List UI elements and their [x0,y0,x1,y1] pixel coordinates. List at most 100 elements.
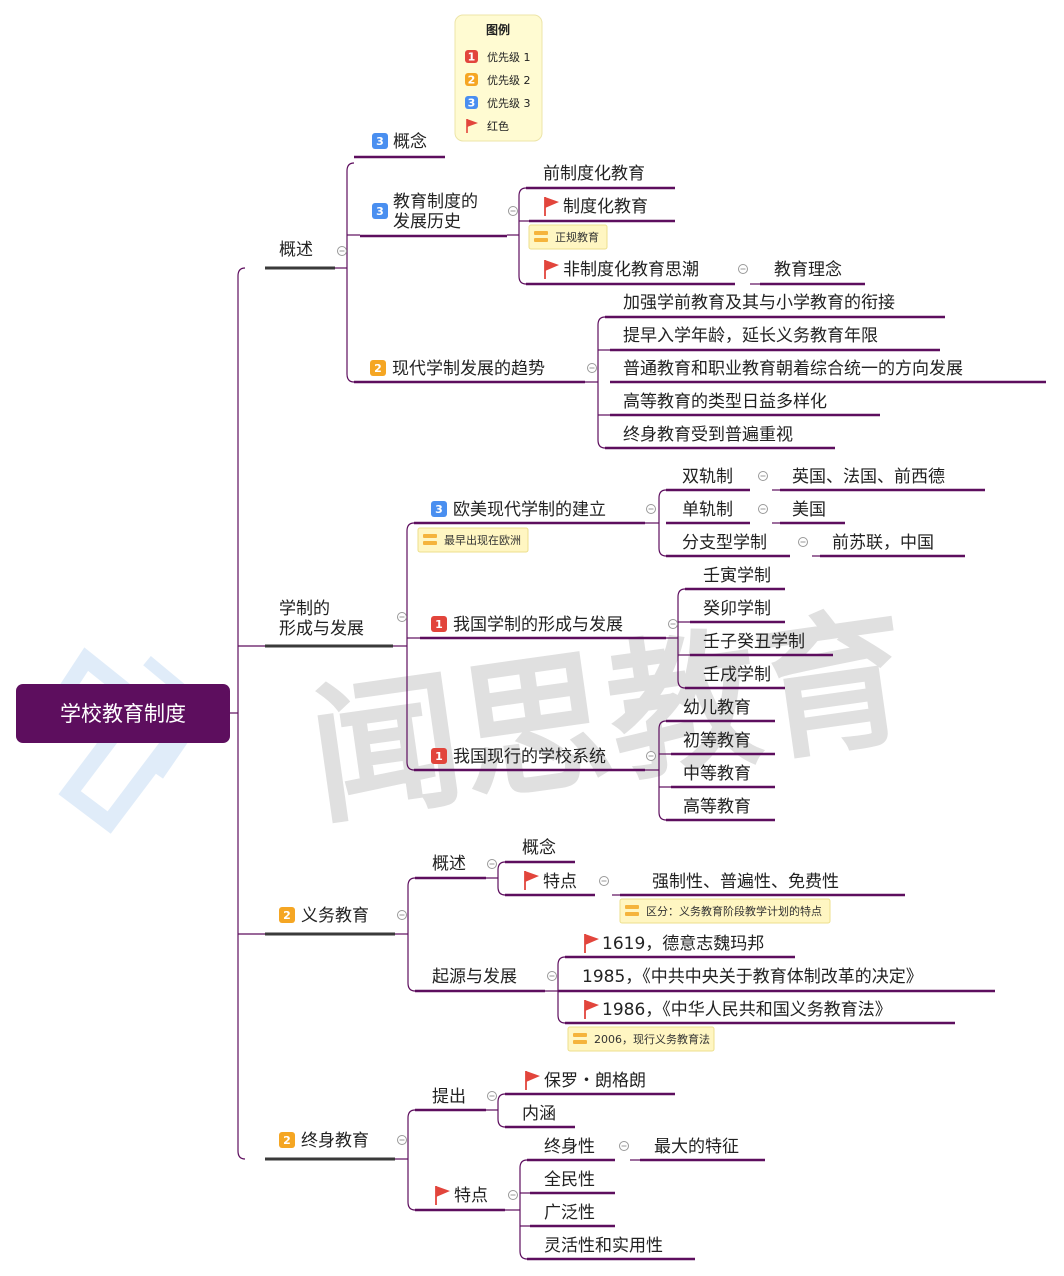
node-branch-type[interactable]: 分支型学制 [682,533,767,553]
legend-item-label: 优先级 2 [487,74,531,87]
root-label: 学校教育制度 [60,702,186,726]
node-branch-type-countries[interactable]: 前苏联，中国 [832,533,934,553]
trend-item[interactable]: 提早入学年龄，延长义务教育年限 [623,326,878,346]
node-origin[interactable]: 起源与发展 [432,967,517,987]
node-lifelong-nature[interactable]: 终身性 [544,1137,595,1157]
collapse-toggle-icon[interactable] [758,471,768,481]
node-concept[interactable]: 3 概念 [372,131,427,152]
collapse-toggle-icon[interactable] [508,1190,518,1200]
collapse-toggle-icon[interactable] [646,504,656,514]
node-compulsory-concept[interactable]: 概念 [522,837,556,858]
branch-school-system[interactable]: 学制的 形成与发展 [279,599,364,639]
legend-title: 图例 [486,22,510,37]
flag-icon [525,1071,540,1090]
branch-label-line2: 形成与发展 [279,619,364,639]
node-compulsory-feature[interactable]: 特点 [524,871,577,892]
node-propose[interactable]: 提出 [432,1087,466,1107]
node-label: 制度化教育 [563,197,648,217]
priority-3-icon [372,203,388,219]
node-label: 1986，《中华人民共和国义务教育法》 [602,1000,892,1020]
collapse-toggle-icon[interactable] [798,537,808,547]
note-distinguish: 区分：义务教育阶段教学计划的特点 [619,898,831,924]
collapse-toggle-icon[interactable] [487,859,497,869]
node-institutional[interactable]: 制度化教育 [544,197,648,217]
branch-compulsory[interactable]: 2 义务教育 [279,906,369,926]
current-system-item[interactable]: 高等教育 [683,797,751,817]
node-dual-track-countries[interactable]: 英国、法国、前西德 [792,467,945,487]
trend-item[interactable]: 终身教育受到普遍重视 [623,425,793,445]
collapse-toggle-icon[interactable] [738,264,748,274]
flag-icon [466,119,478,133]
trend-item[interactable]: 加强学前教育及其与小学教育的衔接 [623,293,895,313]
collapse-toggle-icon[interactable] [508,206,518,216]
collapse-toggle-icon[interactable] [668,619,678,629]
root-node[interactable]: 学校教育制度 [16,684,230,743]
node-biggest-feature[interactable]: 最大的特征 [654,1137,739,1157]
china-system-item[interactable]: 壬寅学制 [703,566,771,586]
collapse-toggle-icon[interactable] [397,910,407,920]
collapse-toggle-icon[interactable] [397,1135,407,1145]
node-single-track[interactable]: 单轨制 [682,500,733,520]
note-earliest-europe: 最早出现在欧洲 [417,527,529,553]
branch-lifelong[interactable]: 2 终身教育 [279,1131,369,1151]
svg-text:3: 3 [435,503,443,516]
current-system-item[interactable]: 中等教育 [683,764,751,784]
branch-label: 义务教育 [301,906,369,926]
note-icon [423,534,437,545]
svg-text:1: 1 [435,618,443,631]
branch-overview[interactable]: 概述 [279,240,313,260]
china-system-item[interactable]: 癸卯学制 [703,599,771,619]
collapse-toggle-icon[interactable] [397,612,407,622]
collapse-toggle-icon[interactable] [599,876,609,886]
node-lifelong-features[interactable]: 特点 [435,1186,488,1206]
priority-1-icon [465,50,478,63]
node-event-1619[interactable]: 1619，德意志魏玛邦 [584,934,764,954]
legend-item-label: 优先级 3 [487,97,531,110]
china-system-item[interactable]: 壬子癸丑学制 [703,632,805,652]
node-paul-lengrand[interactable]: 保罗・朗格朗 [525,1071,646,1091]
svg-text:1: 1 [435,750,443,763]
node-china-system[interactable]: 1 我国学制的形成与发展 [431,615,623,635]
node-history[interactable]: 3 教育制度的 发展历史 [372,192,478,232]
node-trend[interactable]: 2 现代学制发展的趋势 [370,359,545,379]
node-education-idea[interactable]: 教育理念 [774,259,842,280]
node-label-line1: 教育制度的 [393,192,478,212]
legend: 图例 1 优先级 1 2 优先级 2 3 优先级 3 红色 [454,14,543,142]
svg-text:3: 3 [376,205,384,218]
trend-item[interactable]: 普通教育和职业教育朝着综合统一的方向发展 [623,359,963,379]
note-icon [573,1033,587,1044]
note-icon [534,231,548,242]
node-non-institutional[interactable]: 非制度化教育思潮 [544,260,699,280]
collapse-toggle-icon[interactable] [547,971,557,981]
node-current-system[interactable]: 1 我国现行的学校系统 [431,747,606,767]
current-system-item[interactable]: 幼儿教育 [683,698,751,718]
svg-text:2: 2 [283,1134,291,1147]
lifelong-feature-item[interactable]: 全民性 [544,1170,595,1190]
collapse-toggles[interactable] [337,206,808,1200]
node-dual-track[interactable]: 双轨制 [682,467,733,487]
collapse-toggle-icon[interactable] [587,363,597,373]
current-system-item[interactable]: 初等教育 [683,731,751,751]
collapse-toggle-icon[interactable] [758,504,768,514]
node-event-1985[interactable]: 1985，《中共中央关于教育体制改革的决定》 [582,967,923,987]
node-compulsory-overview[interactable]: 概述 [432,854,466,874]
node-meaning[interactable]: 内涵 [522,1104,556,1124]
collapse-toggle-icon[interactable] [337,246,347,256]
collapse-toggle-icon[interactable] [646,751,656,761]
node-event-1986[interactable]: 1986，《中华人民共和国义务教育法》 [584,1000,892,1020]
priority-2-icon [370,360,386,376]
lifelong-feature-item[interactable]: 灵活性和实用性 [544,1236,663,1256]
node-compulsory-feature-detail[interactable]: 强制性、普遍性、免费性 [652,872,839,892]
node-single-track-countries[interactable]: 美国 [792,500,826,520]
node-label: 概念 [393,131,427,152]
trend-item[interactable]: 高等教育的类型日益多样化 [623,392,827,412]
china-system-item[interactable]: 壬戌学制 [703,665,771,685]
lifelong-feature-item[interactable]: 广泛性 [544,1203,595,1223]
node-label: 保罗・朗格朗 [544,1071,646,1091]
branch-label: 终身教育 [301,1131,369,1151]
node-western-system[interactable]: 3 欧美现代学制的建立 [431,500,606,520]
node-pre-institutional[interactable]: 前制度化教育 [543,164,645,184]
collapse-toggle-icon[interactable] [619,1141,629,1151]
collapse-toggle-icon[interactable] [487,1091,497,1101]
